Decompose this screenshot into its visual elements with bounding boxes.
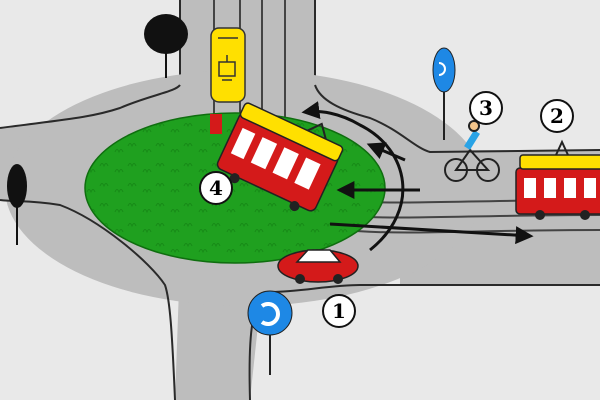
car (277, 249, 359, 284)
marker-cyclist: 3 (469, 91, 503, 125)
tram-stop-sign-icon (210, 27, 246, 134)
marker-3-label: 3 (479, 96, 493, 120)
cyclist (444, 120, 500, 182)
traffic-flow-arrows (301, 101, 534, 252)
tree-icon (144, 14, 188, 78)
marker-2-label: 2 (550, 104, 564, 128)
marker-4-label: 4 (209, 176, 223, 200)
roundabout-sign-icon (432, 47, 456, 140)
marker-1-label: 1 (332, 299, 346, 323)
marker-car: 1 (322, 294, 356, 328)
tree-icon (7, 164, 27, 245)
central-tram (216, 102, 344, 212)
marker-right-tram: 2 (540, 99, 574, 133)
marker-central-tram: 4 (199, 171, 233, 205)
right-tram (515, 139, 600, 220)
roundabout-sign-icon (247, 290, 293, 375)
